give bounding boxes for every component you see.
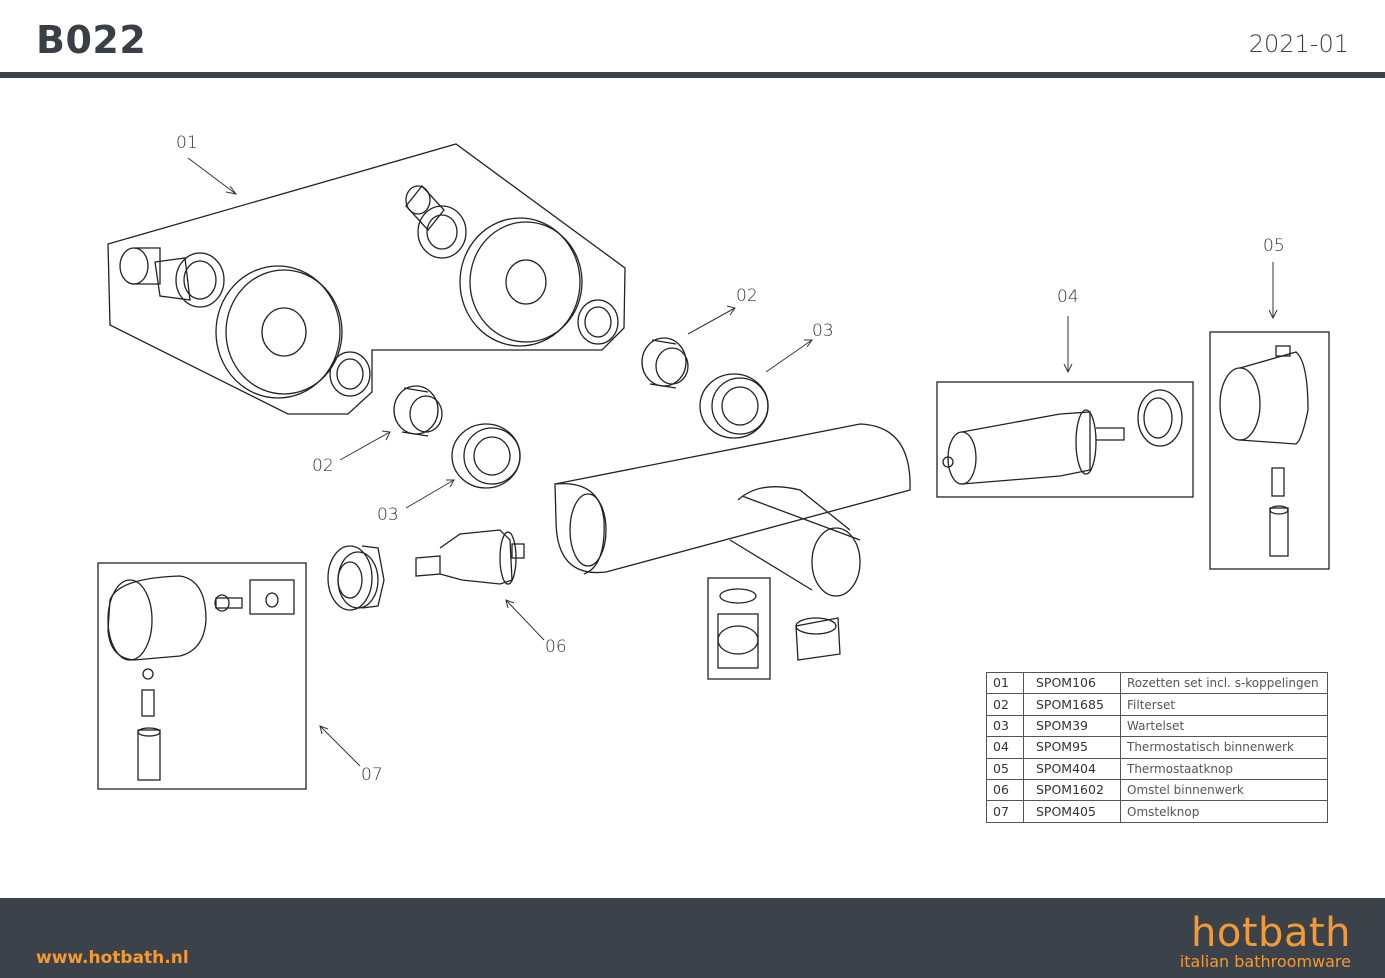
table-row: 03 SPOM39 Wartelset <box>986 714 1328 738</box>
diverter-knob-box <box>97 562 307 790</box>
part-number: 06 <box>986 778 1024 802</box>
union-nut-part-upper <box>699 373 769 439</box>
part-number: 03 <box>986 714 1024 738</box>
part-number: 02 <box>986 693 1024 716</box>
part-description: Omstel binnenwerk <box>1120 778 1328 802</box>
part-number: 04 <box>986 736 1024 759</box>
callout-02-upper: 02 <box>736 286 758 306</box>
model-code: B022 <box>36 18 147 62</box>
callout-07: 07 <box>361 765 383 785</box>
part-description: Omstelknop <box>1120 800 1328 823</box>
union-nut-part-lower <box>451 423 521 489</box>
brand-name: hotbath <box>1191 910 1351 956</box>
table-row: 07 SPOM405 Omstelknop <box>986 800 1328 823</box>
callout-06: 06 <box>545 637 567 657</box>
page-header: B022 2021-01 <box>0 0 1385 78</box>
table-row: 05 SPOM404 Thermostaatknop <box>986 757 1328 780</box>
callout-03-upper: 03 <box>812 321 834 341</box>
brand-logo: hotbath italian bathroomware <box>1180 912 1351 970</box>
table-row: 06 SPOM1602 Omstel binnenwerk <box>986 778 1328 802</box>
part-code: SPOM405 <box>1023 800 1121 823</box>
rosette-set-part <box>107 143 626 415</box>
table-row: 01 SPOM106 Rozetten set incl. s-koppelin… <box>986 671 1328 695</box>
thermostat-knob-box <box>1209 331 1330 570</box>
thermostat-knob-part <box>1219 345 1309 557</box>
part-description: Filterset <box>1120 693 1328 716</box>
part-description: Thermostaatknop <box>1120 757 1328 780</box>
thermostat-body <box>554 423 911 597</box>
part-code: SPOM39 <box>1023 714 1121 738</box>
part-description: Rozetten set incl. s-koppelingen <box>1120 671 1328 695</box>
parts-table: 01 SPOM106 Rozetten set incl. s-koppelin… <box>986 671 1328 823</box>
exploded-view-drawing <box>97 143 1330 790</box>
part-number: 05 <box>986 757 1024 780</box>
callout-02-lower: 02 <box>312 456 334 476</box>
cartridge-box <box>936 381 1194 498</box>
page-footer: www.hotbath.nl hotbath italian bathroomw… <box>0 898 1385 978</box>
brand-tagline: italian bathroomware <box>1179 952 1351 971</box>
seal-kit-part <box>717 588 841 669</box>
part-code: SPOM404 <box>1023 757 1121 780</box>
part-code: SPOM1602 <box>1023 778 1121 802</box>
diverter-cartridge-part <box>415 529 525 585</box>
thermostatic-cartridge-part <box>942 389 1183 485</box>
table-row: 02 SPOM1685 Filterset <box>986 693 1328 716</box>
website-link[interactable]: www.hotbath.nl <box>36 948 189 968</box>
seal-kit-box <box>707 577 771 680</box>
callout-04: 04 <box>1057 287 1079 307</box>
part-description: Wartelset <box>1120 714 1328 738</box>
header-rule <box>0 72 1385 78</box>
part-number: 07 <box>986 800 1024 823</box>
part-code: SPOM106 <box>1023 671 1121 695</box>
callout-01: 01 <box>176 133 198 153</box>
callout-05: 05 <box>1263 236 1285 256</box>
filter-part-upper <box>641 337 689 389</box>
table-row: 04 SPOM95 Thermostatisch binnenwerk <box>986 736 1328 759</box>
document-date: 2021-01 <box>1248 30 1349 58</box>
filter-part-lower <box>393 385 443 437</box>
diverter-knob-part <box>107 575 295 781</box>
callout-03-lower: 03 <box>377 505 399 525</box>
part-number: 01 <box>986 671 1024 695</box>
part-code: SPOM1685 <box>1023 693 1121 716</box>
part-code: SPOM95 <box>1023 736 1121 759</box>
part-description: Thermostatisch binnenwerk <box>1120 736 1328 759</box>
diverter-nut-part <box>327 545 385 611</box>
